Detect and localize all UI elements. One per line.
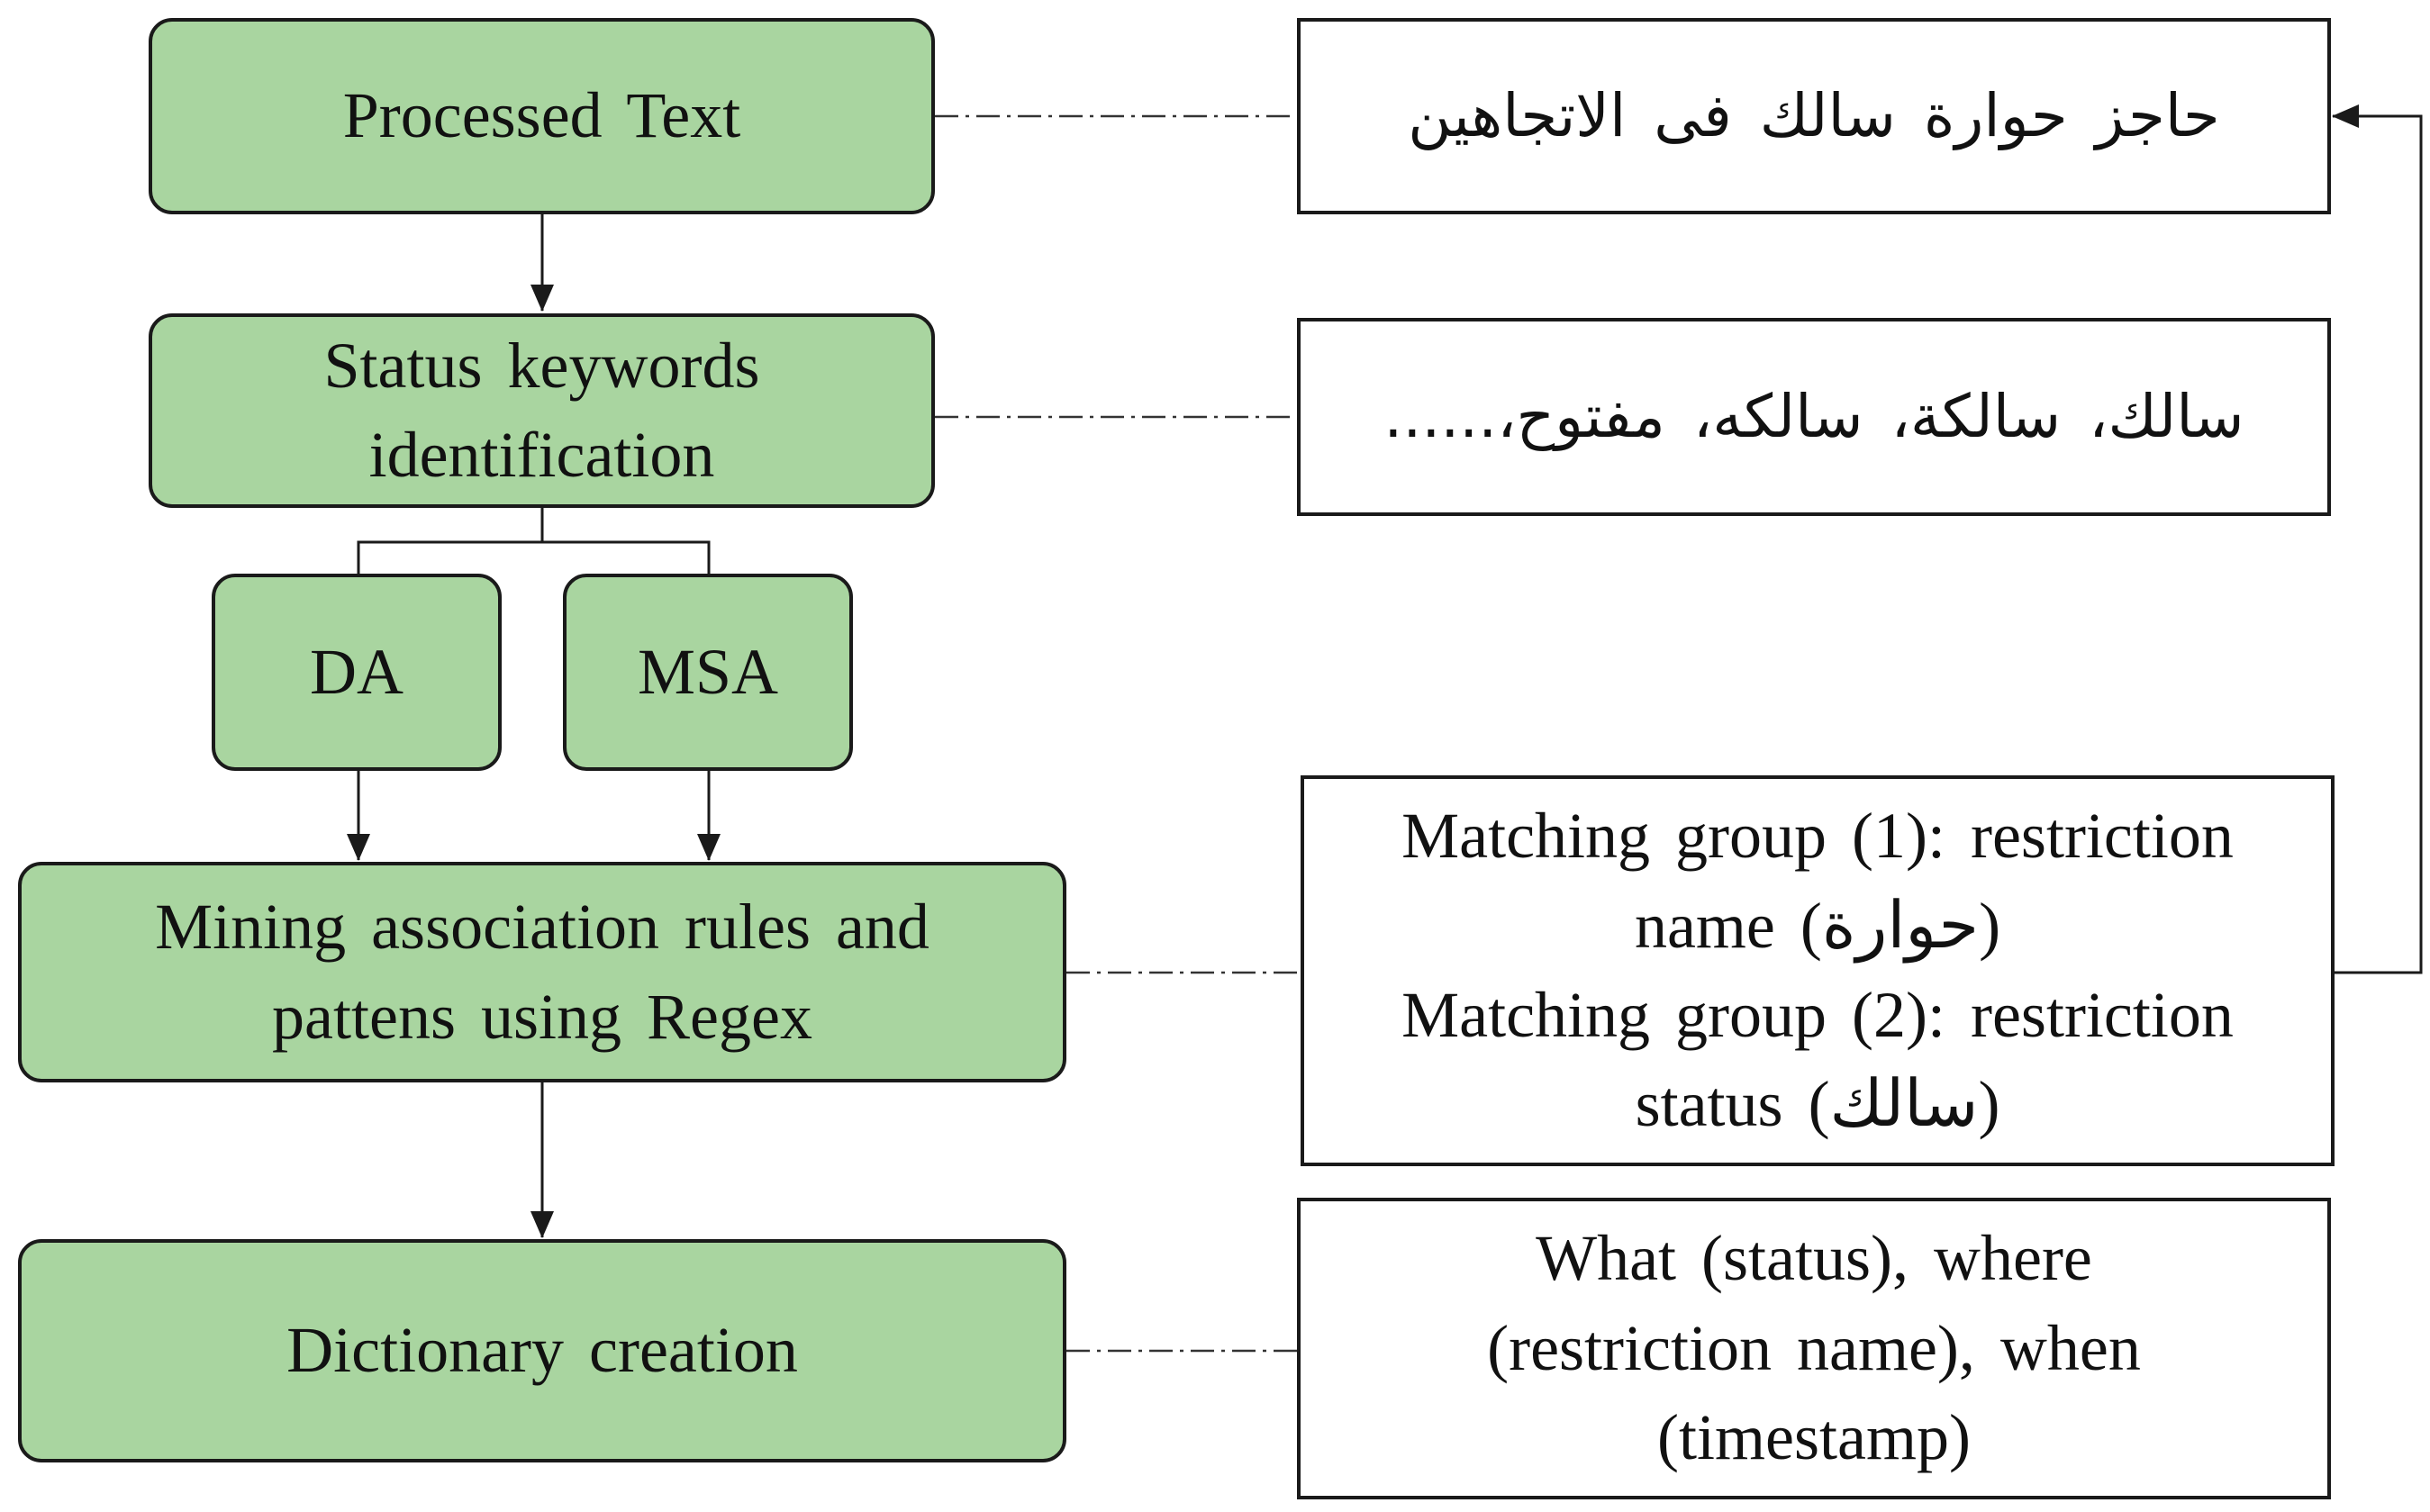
processed-text-example-box: حاجز حوارة سالك فى الاتجاهين xyxy=(1297,18,2331,214)
keywords-example: سالك، سالكة، سالكه، مفتوح،...... xyxy=(1383,382,2244,452)
matching-line2: name (حوارة) xyxy=(1634,889,2001,962)
dictionary-example-line1: What (status), where xyxy=(1536,1222,2092,1295)
branch-keywords-to-msa xyxy=(542,540,711,574)
da-label: DA xyxy=(310,635,403,708)
matching-line4: status (سالك) xyxy=(1635,1068,2000,1141)
status-keywords-box: Status keywords identification xyxy=(149,313,935,508)
matching-line3: Matching group (2): restriction xyxy=(1401,979,2234,1051)
matching-groups-box: Matching group (1): restriction name (حو… xyxy=(1301,775,2335,1166)
mining-label-line2: pattens using Regex xyxy=(272,980,812,1053)
processed-text-example: حاجز حوارة سالك فى الاتجاهين xyxy=(1408,81,2220,151)
processed-text-box: Processed Text xyxy=(149,18,935,214)
matching-line1: Matching group (1): restriction xyxy=(1401,800,2234,873)
status-keywords-label-line1: Status keywords xyxy=(323,329,760,402)
msa-box: MSA xyxy=(563,574,853,771)
dictionary-creation-box: Dictionary creation xyxy=(18,1239,1066,1462)
keywords-example-box: سالك، سالكة، سالكه، مفتوح،...... xyxy=(1297,318,2331,516)
processed-text-label: Processed Text xyxy=(342,79,741,152)
mining-label-line1: Mining association rules and xyxy=(155,891,929,964)
da-box: DA xyxy=(212,574,502,771)
status-keywords-label-line2: identification xyxy=(368,419,715,491)
dictionary-example-line3: (timestamp) xyxy=(1657,1401,1971,1474)
dictionary-label: Dictionary creation xyxy=(286,1314,798,1387)
mining-rules-box: Mining association rules and pattens usi… xyxy=(18,862,1066,1082)
dictionary-example-box: What (status), where (restriction name),… xyxy=(1297,1198,2331,1499)
dictionary-example-line2: (restriction name), when xyxy=(1487,1311,2141,1384)
msa-label: MSA xyxy=(637,635,779,708)
feedback-arrow xyxy=(2332,104,2423,974)
branch-keywords-to-da-msa xyxy=(357,508,544,574)
